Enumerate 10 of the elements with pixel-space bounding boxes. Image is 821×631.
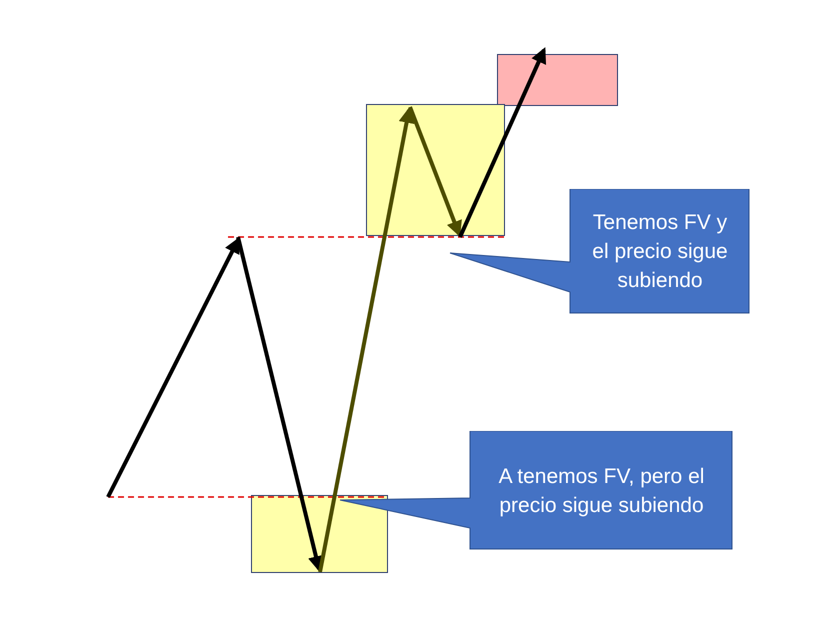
arrow [458,47,546,238]
callout-text: Tenemos FV y el precio sigue subiendo [591,210,729,294]
arrow [318,106,414,572]
zone-rectangle [366,104,505,236]
callout-text: A tenemos FV, pero el precio sigue subiendo [498,464,706,518]
arrow [236,236,324,572]
zone-rectangle [497,54,618,106]
callout-shape [448,189,750,314]
callout-shape [338,431,733,550]
zone-rectangle [251,495,388,573]
